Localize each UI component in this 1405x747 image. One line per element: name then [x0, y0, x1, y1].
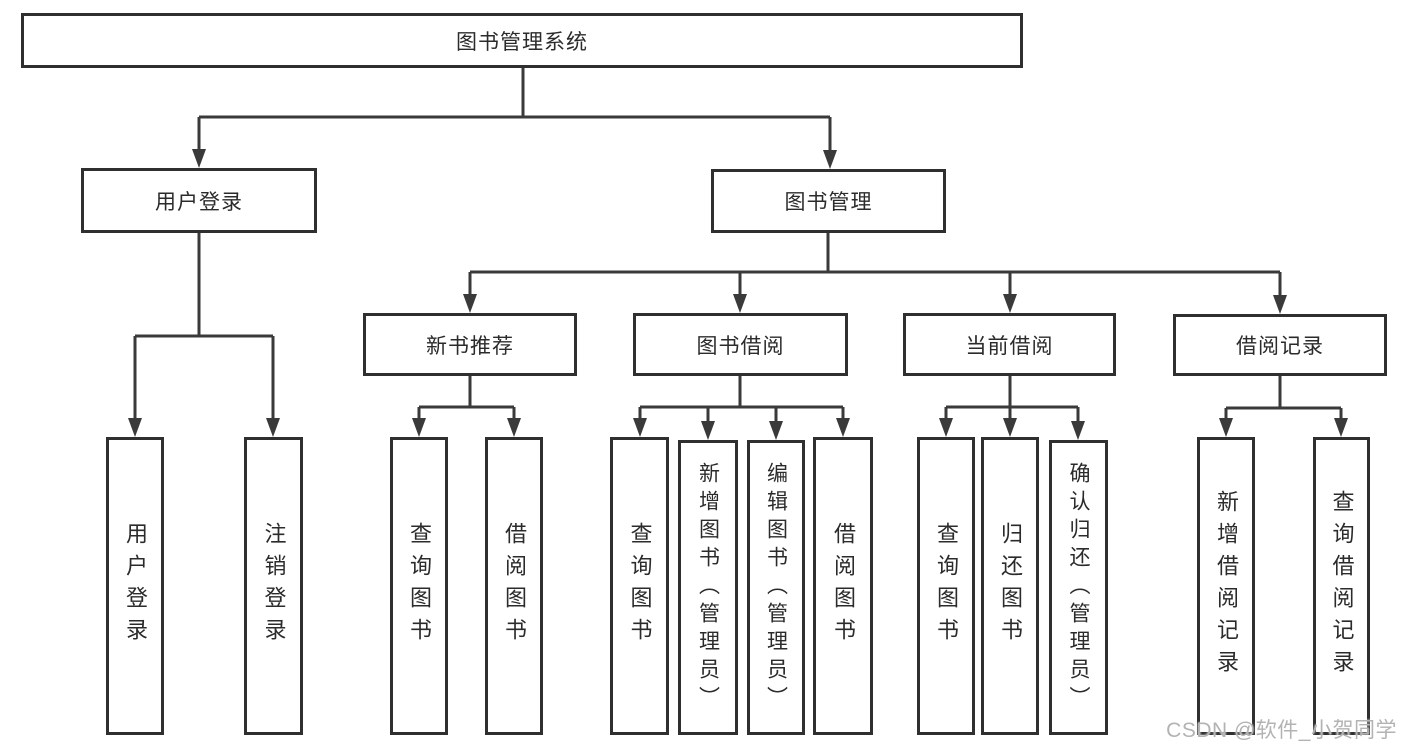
leaf-node-borrow-books-2: 借阅图书: [813, 437, 873, 735]
leaf-label: 编辑图书（管理员）: [764, 461, 788, 714]
leaf-label: 查询图书: [407, 522, 432, 650]
leaf-label: 查询图书: [627, 522, 653, 650]
leaf-node-query-borrow-record: 查询借阅记录: [1313, 437, 1370, 735]
node-new-book-recommend-label: 新书推荐: [426, 334, 514, 358]
leaf-node-return-books: 归还图书: [981, 437, 1039, 735]
node-book-borrow: 图书借阅: [633, 313, 848, 376]
root-node-label: 图书管理系统: [456, 30, 588, 54]
leaf-node-borrow-books-1: 借阅图书: [485, 437, 543, 735]
node-book-management-label: 图书管理: [784, 191, 873, 214]
node-current-borrow: 当前借阅: [903, 313, 1116, 376]
csdn-watermark: CSDN @软件_小贺同学: [1166, 719, 1397, 742]
leaf-label: 借阅图书: [502, 522, 527, 650]
root-node-library-system: 图书管理系统: [21, 13, 1023, 68]
leaf-node-query-books-2: 查询图书: [610, 437, 669, 735]
leaf-label: 确认归还（管理员）: [1067, 461, 1090, 714]
node-current-borrow-label: 当前借阅: [965, 334, 1054, 358]
node-user-login: 用户登录: [81, 168, 317, 233]
leaf-node-query-books-3: 查询图书: [917, 437, 975, 735]
leaf-label: 查询借阅记录: [1329, 490, 1355, 682]
leaf-label: 新增借阅记录: [1214, 490, 1239, 682]
leaf-label: 借阅图书: [831, 522, 856, 650]
leaf-node-logout: 注销登录: [244, 437, 303, 735]
node-book-management: 图书管理: [711, 169, 946, 233]
leaf-label: 新增图书（管理员）: [696, 461, 720, 714]
leaf-node-query-books-1: 查询图书: [390, 437, 448, 735]
leaf-node-edit-books-admin: 编辑图书（管理员）: [747, 440, 805, 735]
leaf-node-add-books-admin: 新增图书（管理员）: [678, 440, 738, 735]
node-user-login-label: 用户登录: [155, 190, 243, 214]
node-borrow-record-label: 借阅记录: [1236, 335, 1324, 358]
leaf-node-confirm-return-admin: 确认归还（管理员）: [1049, 440, 1108, 735]
node-book-borrow-label: 图书借阅: [696, 334, 785, 358]
leaf-label: 注销登录: [261, 522, 287, 650]
leaf-label: 归还图书: [998, 522, 1023, 650]
leaf-label: 查询图书: [934, 522, 959, 650]
node-new-book-recommend: 新书推荐: [363, 313, 577, 376]
leaf-node-add-borrow-record: 新增借阅记录: [1197, 437, 1255, 735]
node-borrow-record: 借阅记录: [1173, 314, 1387, 376]
leaf-node-user-login: 用户登录: [106, 437, 164, 735]
leaf-label: 用户登录: [123, 522, 148, 650]
